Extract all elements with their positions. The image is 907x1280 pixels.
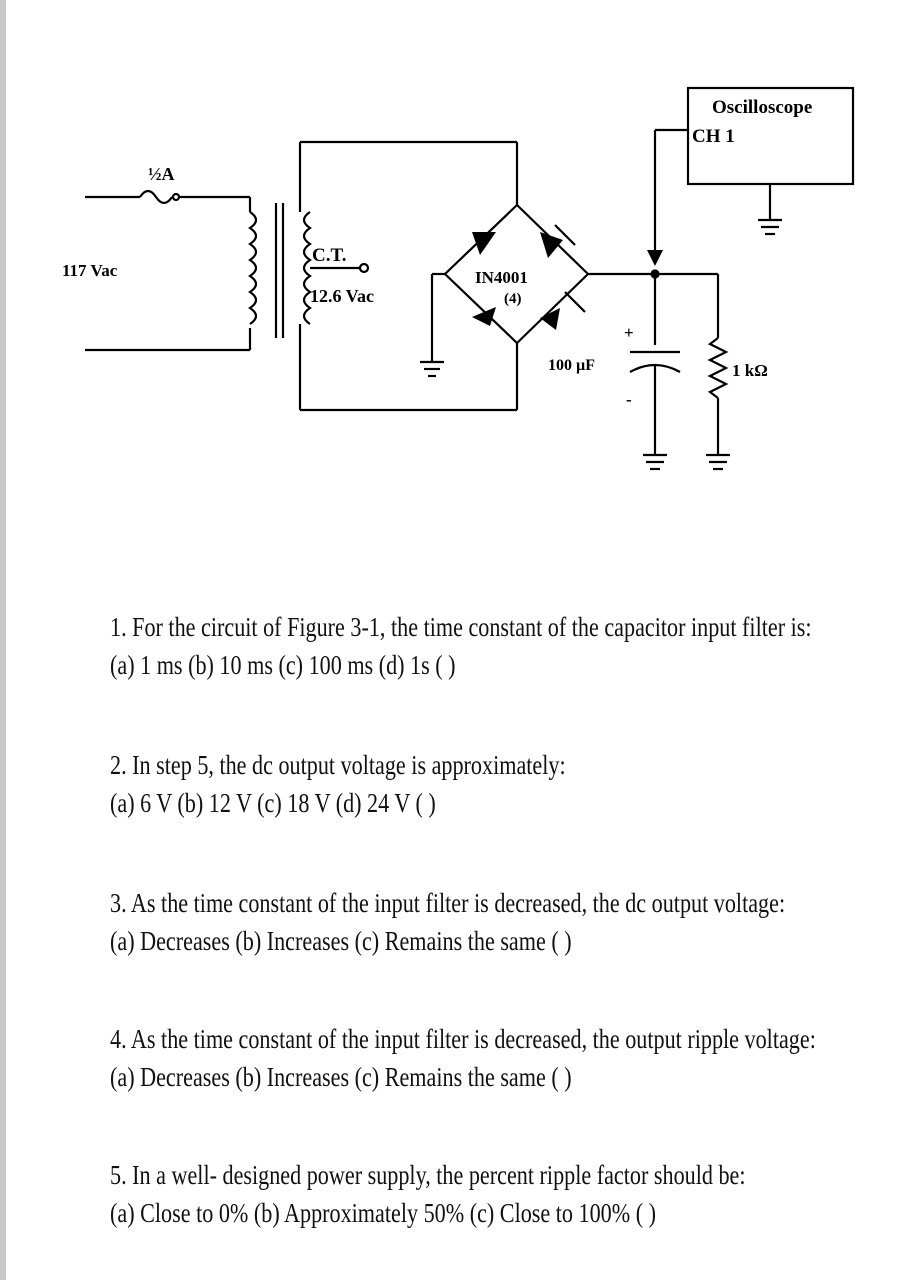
ground-symbol [420, 360, 444, 378]
question-2: 2. In step 5, the dc output voltage is a… [110, 746, 897, 822]
question-1-prompt: 1. For the circuit of Figure 3-1, the ti… [110, 612, 812, 642]
diode-part-label: IN4001 [475, 268, 528, 287]
secondary-wiring [300, 140, 519, 412]
question-4-prompt: 4. As the time constant of the input fil… [110, 1024, 816, 1054]
question-3: 3. As the time constant of the input fil… [110, 884, 897, 960]
resistor-label: 1 kΩ [732, 361, 768, 380]
capacitor-symbol [629, 350, 681, 471]
source-label: 117 Vac [62, 261, 118, 280]
question-1: 1. For the circuit of Figure 3-1, the ti… [110, 608, 897, 684]
page-edge [0, 0, 6, 1280]
diode-count-label: (4) [504, 291, 522, 307]
fuse-label: ½A [148, 164, 175, 184]
capacitor-label: 100 µF [548, 357, 595, 374]
question-4-options: (a) Decreases (b) Increases (c) Remains … [110, 1062, 572, 1092]
output-wiring [588, 128, 720, 345]
question-3-options: (a) Decreases (b) Increases (c) Remains … [110, 926, 572, 956]
bridge-rectifier [443, 203, 590, 345]
transformer-symbol [248, 142, 370, 410]
oscilloscope-box [686, 86, 855, 236]
fuse-symbol [139, 189, 173, 205]
question-5-options: (a) Close to 0% (b) Approximately 50% (c… [110, 1198, 657, 1228]
question-5-prompt: 5. In a well- designed power supply, the… [110, 1160, 746, 1190]
circuit-diagram: ½A 117 Vac C.T. 12.6 Vac [62, 86, 855, 471]
capacitor-minus: - [626, 390, 632, 409]
mains-input [85, 189, 252, 352]
question-4: 4. As the time constant of the input fil… [110, 1020, 897, 1096]
question-3-prompt: 3. As the time constant of the input fil… [110, 888, 786, 918]
secondary-voltage-label: 12.6 Vac [310, 286, 374, 306]
question-2-options: (a) 6 V (b) 12 V (c) 18 V (d) 24 V ( ) [110, 788, 436, 818]
ct-label: C.T. [312, 245, 346, 266]
capacitor-plus: + [624, 323, 634, 342]
oscilloscope-channel: CH 1 [692, 126, 735, 147]
resistor-symbol [706, 337, 730, 471]
question-1-options: (a) 1 ms (b) 10 ms (c) 100 ms (d) 1s ( ) [110, 650, 456, 680]
oscilloscope-title: Oscilloscope [712, 97, 812, 118]
question-2-prompt: 2. In step 5, the dc output voltage is a… [110, 750, 566, 780]
question-5: 5. In a well- designed power supply, the… [110, 1156, 897, 1232]
